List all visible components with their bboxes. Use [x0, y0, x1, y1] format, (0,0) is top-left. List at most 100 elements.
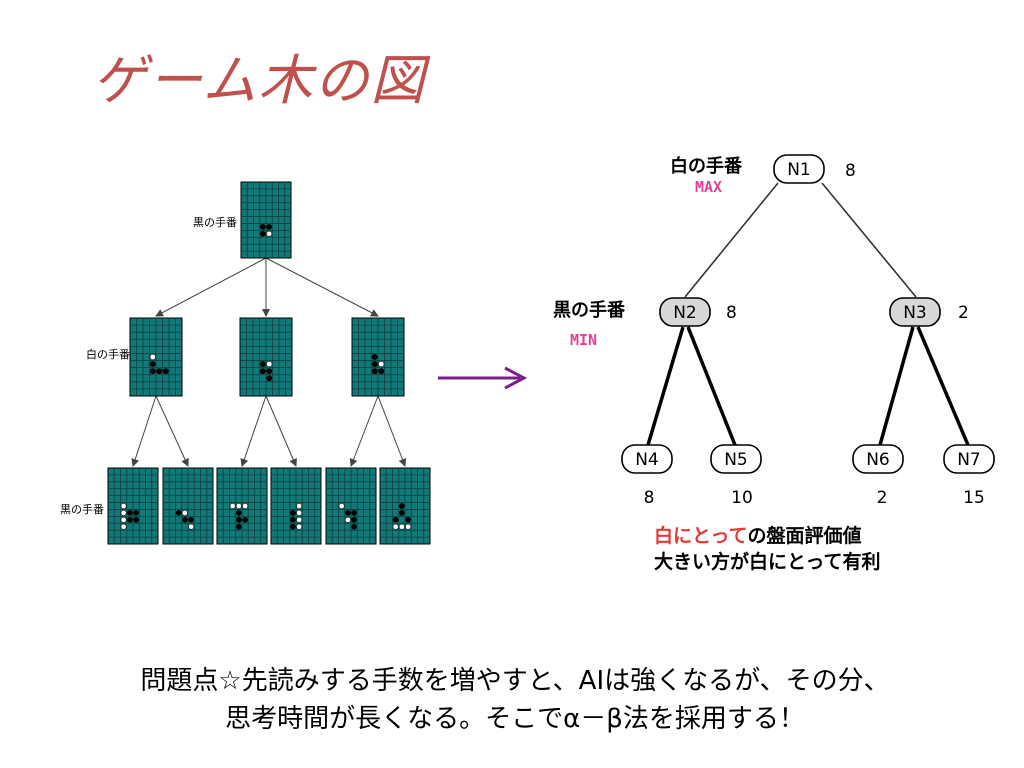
black-stone: [290, 523, 296, 530]
black-stone: [156, 368, 163, 375]
transition-arrow: [438, 366, 528, 390]
white-stone: [229, 503, 236, 509]
caption-line-2: 思考時間が長くなる。そこでα－β法を採用する！: [225, 704, 805, 734]
node-n6: N6: [852, 444, 904, 474]
svg-text:N1: N1: [787, 160, 811, 180]
black-stone: [260, 230, 266, 237]
left-game-tree: 黒の手番 白の手番 黒の手番: [60, 181, 431, 545]
caption-line-1: 問題点☆先読みする手数を増やすと、AIは強くなるが、その分、: [140, 666, 890, 696]
board-10: [379, 467, 431, 545]
white-stone: [296, 523, 302, 530]
edge-n3-n7: [916, 326, 970, 446]
edge-n2-n4: [646, 326, 685, 446]
node-n3-value: 2: [958, 303, 969, 323]
board-1: [240, 181, 292, 259]
note-rest: の盤面評価値: [747, 524, 861, 547]
white-stone: [120, 503, 127, 509]
node-n4: N4: [621, 444, 673, 474]
node-n5: N5: [710, 444, 762, 474]
board-2: [129, 317, 183, 397]
svg-text:N7: N7: [957, 450, 981, 470]
board-5: [107, 467, 159, 545]
board-7: [216, 467, 268, 545]
black-stone: [133, 516, 139, 523]
node-n7: N7: [943, 444, 995, 474]
svg-text:N4: N4: [635, 450, 659, 470]
black-stone: [162, 368, 169, 375]
black-stone: [392, 516, 399, 523]
note-highlight: 白にとって: [654, 524, 747, 547]
white-stone: [399, 523, 405, 530]
black-stone: [175, 510, 182, 516]
svg-text:N5: N5: [724, 450, 748, 470]
edge-n1-n2: [684, 182, 779, 298]
board-6: [162, 467, 214, 545]
left-tree-edge: [265, 395, 297, 467]
white-stone: [182, 510, 188, 516]
white-stone: [296, 503, 302, 509]
node-n7-value: 15: [963, 488, 985, 508]
black-stone: [260, 224, 266, 230]
white-stone: [242, 503, 248, 509]
black-stone: [259, 361, 266, 368]
black-stone: [236, 516, 242, 523]
black-stone: [182, 516, 188, 523]
node-n6-value: 2: [877, 488, 888, 508]
white-stone: [188, 523, 194, 530]
black-stone: [242, 516, 248, 523]
board-4: [351, 317, 405, 397]
board-9: [325, 467, 377, 545]
white-stone: [236, 503, 242, 509]
svg-text:N2: N2: [673, 303, 697, 323]
svg-text:N6: N6: [866, 450, 890, 470]
label-mid-turn: 黒の手番: [553, 299, 626, 321]
left-tree-edge: [155, 257, 267, 317]
black-stone: [290, 516, 296, 523]
white-stone: [338, 503, 345, 509]
note-line-2: 大きい方が白にとって有利: [654, 550, 880, 573]
white-stone: [405, 523, 411, 530]
left-tree-edge: [349, 395, 379, 467]
label-top-turn: 白の手番: [670, 155, 743, 177]
black-stone: [371, 361, 378, 368]
edge-n2-n5: [686, 326, 737, 446]
node-n2: N2: [659, 297, 711, 327]
black-stone: [345, 510, 351, 516]
right-minimax-tree: N1 8 N2 8 N3 2 N4 8 N5 10 N6 2 N: [553, 154, 995, 573]
caption: 問題点☆先読みする手数を増やすと、AIは強くなるが、その分、 思考時間が長くなる…: [40, 662, 990, 738]
white-stone: [120, 516, 127, 523]
svg-text:N3: N3: [903, 303, 927, 323]
node-n1: N1: [773, 154, 825, 184]
white-stone: [296, 516, 302, 523]
black-stone: [133, 510, 139, 516]
node-n4-value: 8: [644, 488, 655, 508]
left-tree-edge: [377, 395, 407, 467]
white-stone: [266, 230, 272, 237]
node-n5-value: 10: [731, 488, 753, 508]
node-n2-value: 8: [726, 303, 737, 323]
black-stone: [266, 368, 273, 375]
edge-n1-n3: [821, 182, 917, 298]
left-label-level-2: 白の手番: [86, 347, 130, 361]
left-tree-edge: [240, 395, 267, 467]
page-title: ゲーム木の図: [92, 49, 427, 112]
black-stone: [371, 354, 378, 360]
left-label-level-1: 黒の手番: [193, 215, 237, 229]
white-stone: [345, 516, 351, 523]
left-tree-boards: [107, 181, 431, 545]
white-stone: [266, 361, 273, 368]
black-stone: [351, 523, 357, 530]
black-stone: [149, 361, 156, 368]
black-stone: [266, 375, 273, 382]
label-top-role: MAX: [695, 178, 722, 196]
left-label-level-3: 黒の手番: [60, 502, 104, 516]
edge-n3-n6: [878, 326, 915, 446]
white-stone: [378, 361, 385, 368]
black-stone: [405, 516, 411, 523]
black-stone: [399, 510, 405, 516]
black-stone: [399, 503, 405, 509]
left-tree-edge: [155, 395, 189, 467]
black-stone: [290, 510, 296, 516]
black-stone: [266, 224, 272, 230]
